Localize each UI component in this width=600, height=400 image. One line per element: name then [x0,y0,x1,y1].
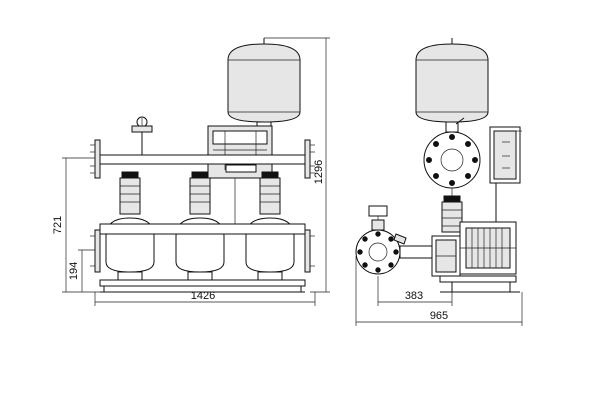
control-cabinet-front [207,125,273,179]
pump-head-side [431,235,461,277]
suction-flange-side [355,205,433,275]
suction-manifold [90,223,315,273]
front-dimensions [62,37,330,306]
side-dimensions [355,256,523,326]
control-cabinet-side [489,126,522,222]
pressure-tank-side [415,38,489,133]
base-frame-front [99,178,306,293]
dim-label-721: 721 [52,216,64,234]
motor-side [459,221,517,275]
pressure-tank-front [227,38,301,129]
dim-label-383: 383 [405,290,423,302]
dim-label-965: 965 [430,310,448,322]
dim-label-1296: 1296 [313,160,325,184]
discharge-flange-side [423,131,481,198]
dim-label-1426: 1426 [191,290,215,302]
base-frame-side [439,275,520,293]
dim-label-194: 194 [68,262,80,280]
side-view: 383 965 [355,38,523,326]
pressure-gauge-assembly [131,116,153,155]
riser-side [441,195,463,233]
front-view: 1296 721 194 1426 [52,37,330,306]
discharge-manifold [90,139,315,179]
